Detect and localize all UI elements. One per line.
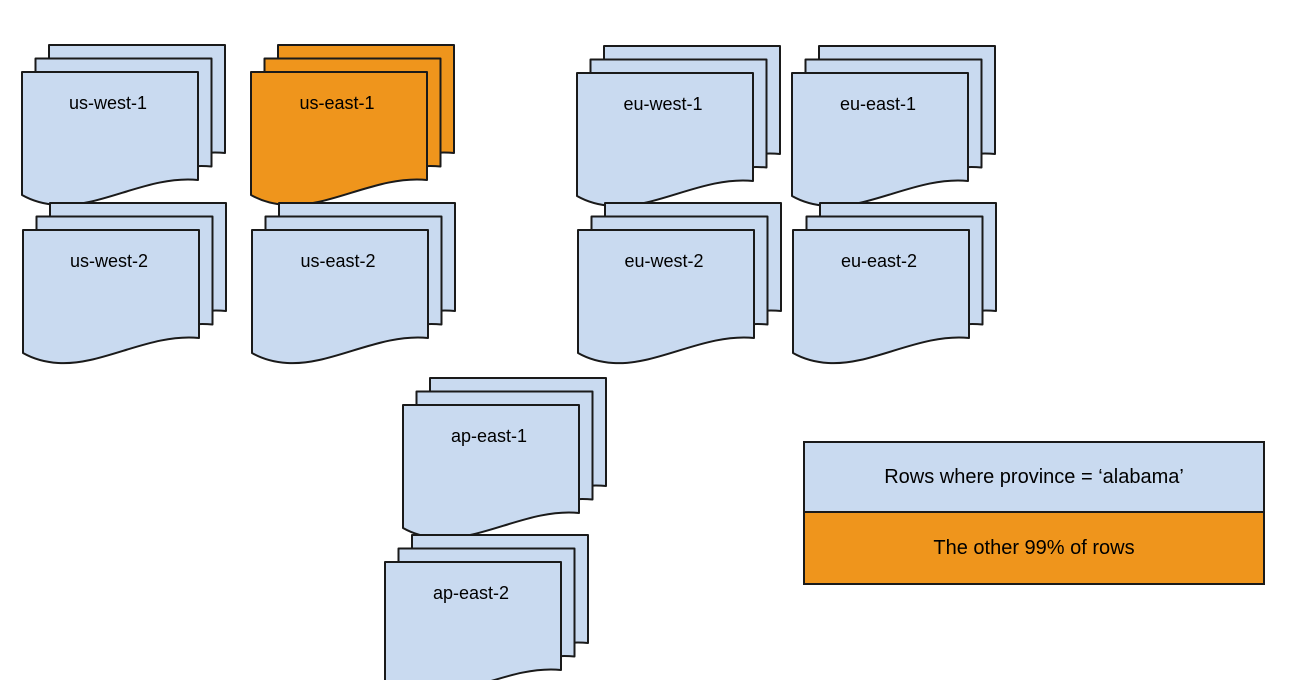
region-stack-eu-east-1[interactable]: eu-east-1 <box>790 44 996 208</box>
document-stack-shape <box>384 534 589 680</box>
legend: Rows where province = ‘alabama’ The othe… <box>803 441 1265 585</box>
region-stack-eu-east-2[interactable]: eu-east-2 <box>791 201 997 365</box>
legend-label-rows-subset: Rows where province = ‘alabama’ <box>884 465 1184 488</box>
document-sheet <box>402 404 580 540</box>
document-stack-shape <box>402 377 607 540</box>
document-sheet <box>577 229 755 365</box>
document-stack-shape <box>792 202 997 365</box>
document-sheet <box>576 72 754 208</box>
region-stack-ap-east-1[interactable]: ap-east-1 <box>401 376 607 540</box>
legend-row-rows-subset: Rows where province = ‘alabama’ <box>805 443 1263 513</box>
document-sheet <box>791 72 969 208</box>
document-sheet <box>251 229 429 365</box>
region-stack-eu-west-1[interactable]: eu-west-1 <box>575 44 781 208</box>
document-sheet <box>22 229 200 365</box>
document-sheet <box>21 71 199 207</box>
document-sheet <box>384 561 562 680</box>
document-stack-shape <box>791 45 996 208</box>
region-stack-us-west-2[interactable]: us-west-2 <box>21 201 227 365</box>
document-stack-shape <box>21 44 226 207</box>
region-stack-us-west-1[interactable]: us-west-1 <box>20 43 226 207</box>
region-stack-ap-east-2[interactable]: ap-east-2 <box>383 533 589 680</box>
legend-label-other-rows: The other 99% of rows <box>933 536 1135 559</box>
region-stack-eu-west-2[interactable]: eu-west-2 <box>576 201 782 365</box>
region-stack-us-east-2[interactable]: us-east-2 <box>250 201 456 365</box>
region-stack-us-east-1[interactable]: us-east-1 <box>249 43 455 207</box>
document-stack-shape <box>251 202 456 365</box>
document-sheet <box>792 229 970 365</box>
legend-row-other-rows: The other 99% of rows <box>805 513 1263 583</box>
document-sheet <box>250 71 428 207</box>
document-stack-shape <box>22 202 227 365</box>
document-stack-shape <box>576 45 781 208</box>
document-stack-shape <box>577 202 782 365</box>
document-stack-shape <box>250 44 455 207</box>
